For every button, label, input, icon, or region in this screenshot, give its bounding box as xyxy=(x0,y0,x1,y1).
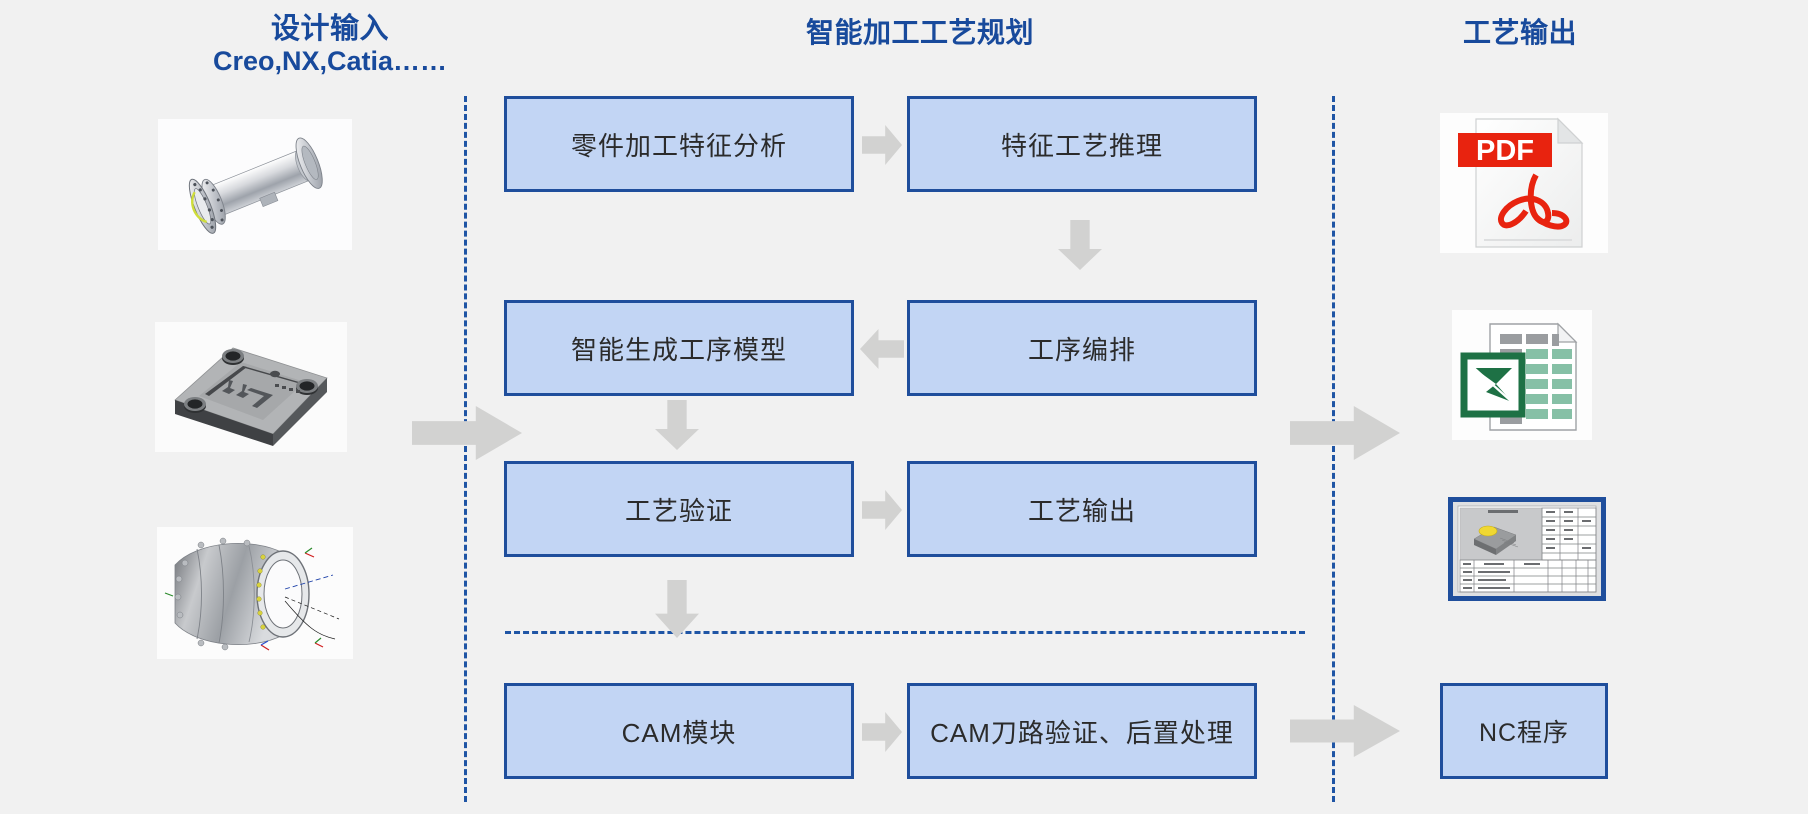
model-mold-plate xyxy=(155,322,347,452)
box-process-verification[interactable]: 工艺验证 xyxy=(504,461,854,557)
arrow-right-icon xyxy=(862,125,902,165)
box-generate-process-model[interactable]: 智能生成工序模型 xyxy=(504,300,854,396)
process-sheet-drawing-icon xyxy=(1448,497,1606,601)
planning-heading: 智能加工工艺规划 xyxy=(805,17,1034,48)
arrow-left-icon xyxy=(860,329,904,369)
arrow-down-icon xyxy=(655,400,699,450)
pdf-label: PDF xyxy=(1476,135,1534,167)
output-heading: 工艺输出 xyxy=(1462,17,1577,48)
arrow-right-large-icon xyxy=(1290,406,1400,460)
divider-right-dashed xyxy=(1332,96,1335,802)
arrow-down-icon xyxy=(655,580,699,638)
arrow-down-icon xyxy=(1058,220,1102,270)
design-input-title: 设计输入 xyxy=(270,13,389,45)
arrow-right-icon xyxy=(862,490,902,530)
model-engine-casing xyxy=(157,527,353,659)
box-feature-reasoning[interactable]: 特征工艺推理 xyxy=(907,96,1257,192)
box-process-output[interactable]: 工艺输出 xyxy=(907,461,1257,557)
arrow-right-icon xyxy=(862,712,902,752)
model-shaft-housing xyxy=(158,119,352,250)
excel-spreadsheet-icon xyxy=(1452,310,1592,440)
arrow-right-large-icon xyxy=(412,406,522,460)
divider-cam-dashed xyxy=(505,631,1305,634)
box-cam-toolpath-verify[interactable]: CAM刀路验证、后置处理 xyxy=(907,683,1257,779)
design-input-subtitle: Creo,NX,Catia…… xyxy=(212,46,448,77)
pdf-file-icon: PDF xyxy=(1440,113,1608,253)
box-process-sequencing[interactable]: 工序编排 xyxy=(907,300,1257,396)
box-nc-program[interactable]: NC程序 xyxy=(1440,683,1608,779)
box-cam-module[interactable]: CAM模块 xyxy=(504,683,854,779)
divider-left-dashed xyxy=(464,96,467,802)
design-input-heading: 设计输入 Creo,NX,Catia…… xyxy=(120,12,540,78)
arrow-right-large-icon xyxy=(1290,705,1400,757)
box-feature-analysis[interactable]: 零件加工特征分析 xyxy=(504,96,854,192)
